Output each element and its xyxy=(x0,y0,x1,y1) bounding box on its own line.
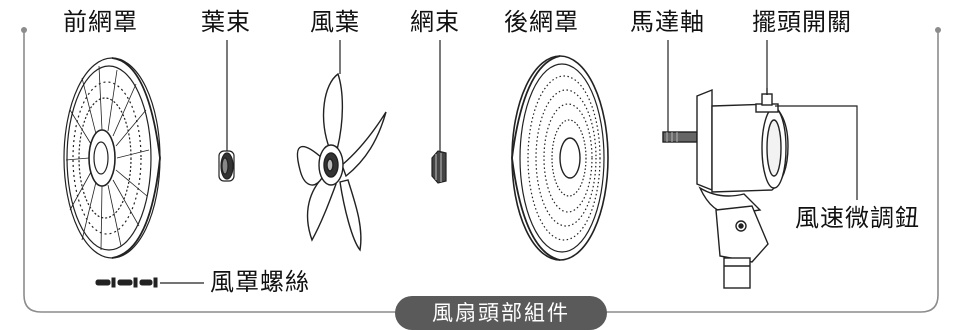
grille-screws-drawing xyxy=(95,277,158,288)
label-blade-nut: 葉束 xyxy=(201,8,251,36)
front-grille-drawing xyxy=(63,57,161,259)
blade-nut-drawing xyxy=(218,150,235,182)
label-grille-nut: 網束 xyxy=(410,8,460,36)
label-front-grille: 前網罩 xyxy=(63,8,138,36)
label-grille-screws: 風罩螺絲 xyxy=(210,268,310,296)
bracket-frame xyxy=(23,30,939,313)
motor-housing-drawing xyxy=(662,88,789,289)
label-rear-grille: 後網罩 xyxy=(504,8,579,36)
label-fan-blade: 風葉 xyxy=(310,8,360,36)
frame-end-dot-right xyxy=(935,27,941,33)
label-oscillation-switch: 擺頭開關 xyxy=(752,8,852,36)
fan-blade-drawing xyxy=(296,72,387,252)
label-speed-knob: 風速微調鈕 xyxy=(795,204,920,232)
leader-lines xyxy=(160,40,858,284)
rear-grille-drawing xyxy=(511,55,609,261)
grille-nut-drawing xyxy=(431,150,447,184)
footer-title-badge: 風扇頭部組件 xyxy=(395,296,607,330)
frame-end-dot-left xyxy=(21,27,27,33)
label-motor-shaft: 馬達軸 xyxy=(630,8,705,36)
